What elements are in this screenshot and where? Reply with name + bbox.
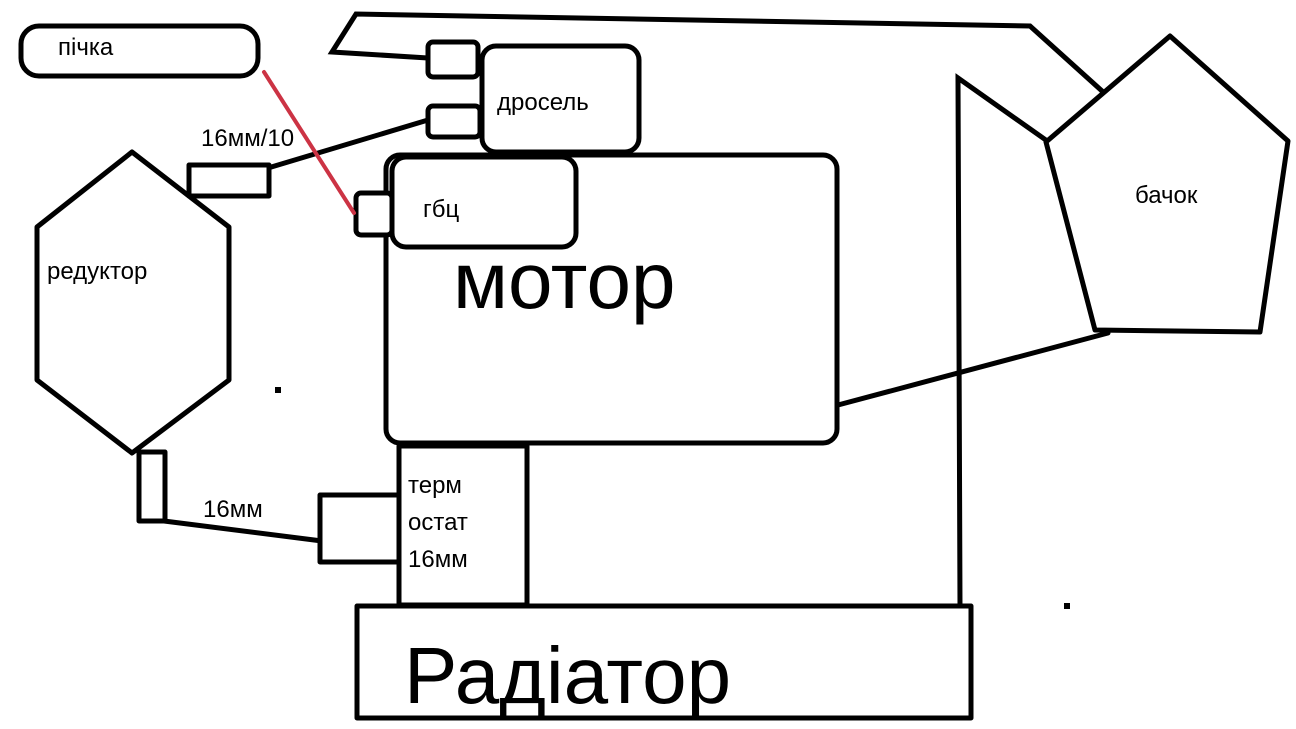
throttle-box bbox=[479, 43, 642, 155]
throttle-label: дросель bbox=[497, 89, 589, 116]
motor-label: мотор bbox=[453, 236, 675, 325]
reductor-to-throttle-hose bbox=[265, 117, 431, 171]
reductor-fitting-top bbox=[186, 162, 272, 199]
thermostat-label-line2: остат bbox=[408, 509, 468, 536]
radiator-label: Радіатор bbox=[404, 631, 731, 720]
cylinder-head-label: гбц bbox=[423, 196, 460, 223]
thermostat-label-line1: терм bbox=[408, 472, 462, 499]
motor-to-bachok-line bbox=[835, 330, 1111, 408]
cylinder-head-fitting bbox=[353, 190, 395, 238]
thermostat-fitting bbox=[317, 492, 402, 565]
radiator-to-bachok-line bbox=[955, 73, 1063, 609]
heater-label: пічка bbox=[58, 34, 114, 61]
expansion-tank-label: бачок bbox=[1135, 182, 1198, 209]
throttle-fitting-top bbox=[425, 39, 481, 80]
expansion-tank-pentagon bbox=[1043, 33, 1291, 335]
radiator-box bbox=[354, 603, 974, 721]
stray-dot bbox=[275, 387, 281, 393]
heater-hose-red bbox=[262, 70, 356, 215]
throttle-fitting-bottom bbox=[425, 103, 483, 140]
reductor-to-thermostat-hose bbox=[161, 518, 325, 544]
hose-label-top: 16мм/10 bbox=[201, 125, 294, 152]
hose-label-bottom: 16мм bbox=[203, 496, 263, 523]
reductor-fitting-bottom bbox=[136, 449, 168, 524]
thermostat-box bbox=[396, 443, 530, 608]
thermostat-label-line3: 16мм bbox=[408, 546, 468, 573]
reductor-label: редуктор bbox=[47, 258, 147, 285]
cylinder-head-box bbox=[389, 154, 579, 250]
reductor-hexagon bbox=[34, 149, 232, 456]
top-return-line bbox=[327, 11, 1115, 103]
stray-dot bbox=[1064, 603, 1070, 609]
heater-box bbox=[18, 23, 261, 79]
